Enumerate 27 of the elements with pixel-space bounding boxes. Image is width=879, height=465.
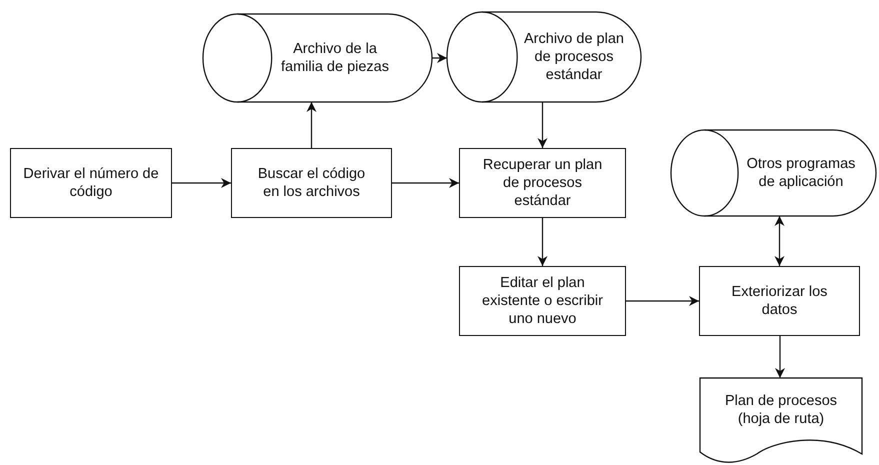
node-text: Recuperar un plan de procesos estándar (482, 156, 603, 210)
storage-cylinder (447, 12, 641, 102)
arrow (775, 336, 785, 378)
arrow (432, 53, 447, 63)
arrow (172, 178, 231, 188)
arrow (774, 216, 784, 266)
node-text: Archivo de la familia de piezas (280, 40, 390, 76)
process-box (459, 148, 626, 218)
node-text: Exteriorizar los datos (730, 283, 828, 319)
document-shape (700, 378, 862, 462)
node-text: Buscar el código en los archivos (256, 165, 366, 201)
process-box (699, 266, 860, 336)
node-text: Plan de procesos (hoja de ruta) (724, 392, 838, 428)
process-box (10, 148, 172, 218)
storage-cylinder (671, 130, 876, 216)
process-box (459, 266, 626, 336)
storage-cylinder (203, 14, 432, 102)
arrow (306, 102, 316, 148)
node-text: Editar el plan existente o escribir uno nuevo (482, 274, 603, 328)
node-text: Derivar el número de código (23, 165, 159, 201)
arrow (538, 218, 548, 266)
node-text: Archivo de plan de procesos estándar (523, 30, 625, 84)
node-text: Otros programas de aplicación (746, 155, 856, 191)
arrow (626, 296, 699, 306)
process-box (231, 148, 392, 218)
arrow (392, 178, 459, 188)
arrow (538, 102, 548, 148)
